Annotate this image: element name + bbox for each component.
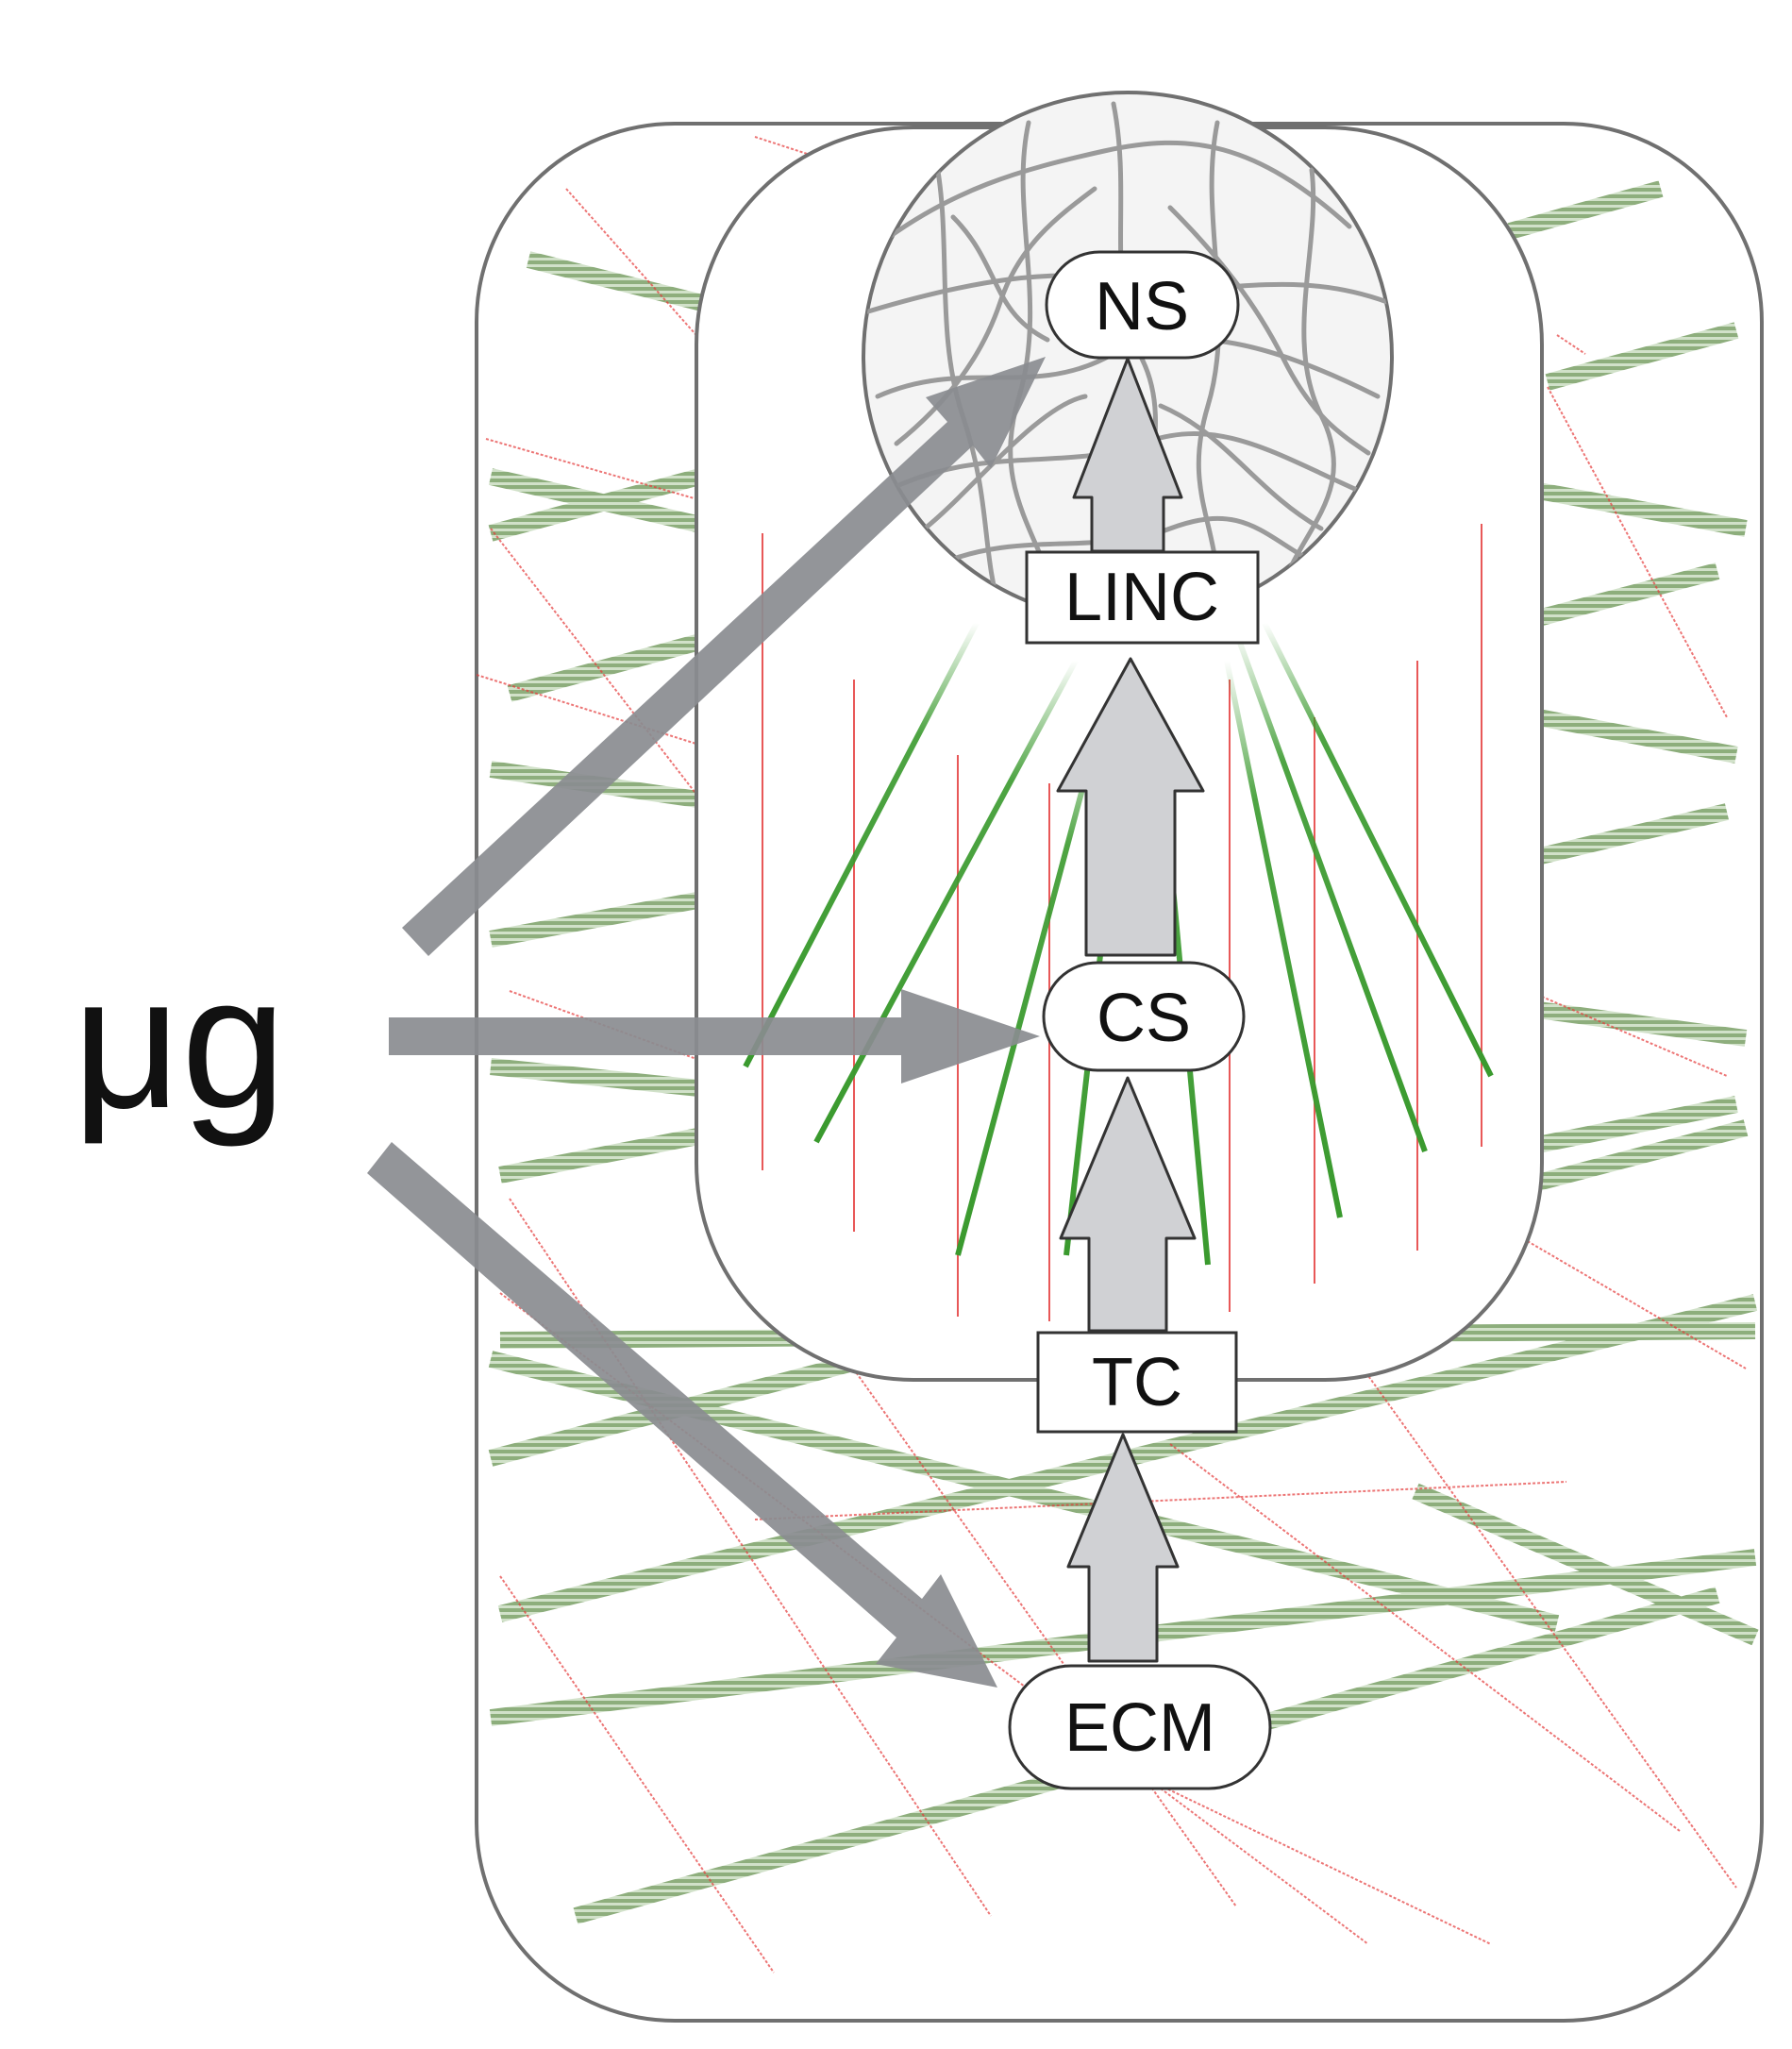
tc-to-cs-arrow: [1059, 1076, 1197, 1333]
node-cs-label: CS: [1097, 981, 1191, 1056]
node-ns-label: NS: [1095, 269, 1189, 344]
node-linc-label: LINC: [1064, 560, 1219, 635]
node-ecm-label: ECM: [1064, 1690, 1215, 1766]
ug-to-ecm-arrow: [367, 1142, 997, 1688]
microgravity-arrows: [367, 357, 1046, 1688]
node-tc-label: TC: [1092, 1345, 1182, 1420]
ug-to-cs-arrow: [389, 989, 1040, 1083]
cytoskeleton-fibers: [743, 524, 1494, 1321]
node-ecm: ECM: [1008, 1664, 1272, 1790]
node-linc: LINC: [1025, 550, 1260, 645]
node-tc: TC: [1036, 1331, 1238, 1434]
transduction-chain-arrows: [1056, 357, 1205, 1663]
microgravity-label: μg: [73, 937, 286, 1148]
node-ns: NS: [1045, 250, 1240, 360]
ug-to-nucleus-arrow: [402, 357, 1046, 956]
node-cs: CS: [1042, 961, 1246, 1072]
microgravity-label-group: μg: [73, 937, 286, 1148]
ecm-to-tc-arrow: [1066, 1433, 1180, 1663]
cs-to-linc-arrow: [1056, 657, 1205, 957]
